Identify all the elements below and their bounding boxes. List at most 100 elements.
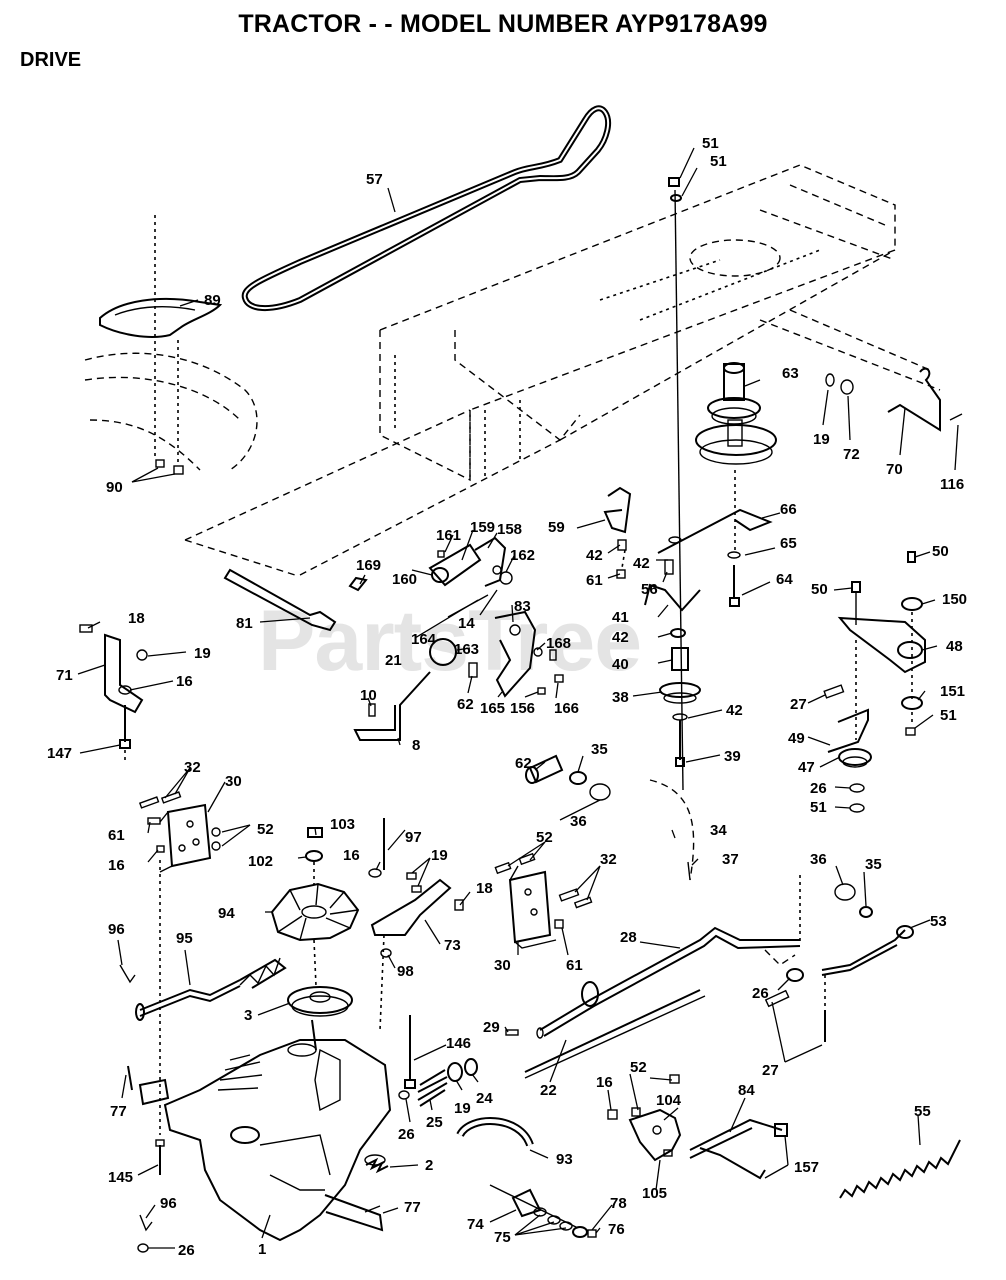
callout-16: 16 [176,673,193,690]
callout-25: 25 [426,1114,443,1131]
callout-146: 146 [446,1035,471,1052]
callout-50: 50 [932,543,949,560]
callout-39: 39 [724,748,741,765]
part-3-pulley [287,986,353,1017]
alignment-lines [124,215,913,1135]
part-55-spring [839,1139,961,1199]
callout-73: 73 [444,937,461,954]
callout-53: 53 [930,913,947,930]
callout-28: 28 [620,929,637,946]
callout-77: 77 [404,1199,421,1216]
callout-168: 168 [546,635,571,652]
part-66-rod [644,508,773,612]
callout-90: 90 [106,479,123,496]
part-48-bracket [823,551,926,736]
part-70-rod [825,367,963,432]
callout-35: 35 [865,856,882,873]
part-2-spring [365,1157,389,1174]
callout-26: 26 [398,1126,415,1143]
callout-34: 34 [710,822,727,839]
callout-96: 96 [160,1195,177,1212]
callout-93: 93 [556,1151,573,1168]
callout-163: 163 [454,641,479,658]
callout-18: 18 [476,880,493,897]
callout-16: 16 [108,857,125,874]
part-145-bolt [127,1065,165,1253]
callout-52: 52 [257,821,274,838]
callout-38: 38 [612,689,629,706]
callout-70: 70 [886,461,903,478]
callout-95: 95 [176,930,193,947]
callout-166: 166 [554,700,579,717]
callout-19: 19 [431,847,448,864]
callout-66: 66 [780,501,797,518]
callout-150: 150 [942,591,967,608]
center-shaft-stack [659,177,777,791]
callout-56: 56 [641,581,658,598]
callout-37: 37 [722,851,739,868]
part-90-nuts [155,459,184,475]
part-47-pulley [827,708,872,813]
linkage-assembly-upper [348,536,513,592]
callout-52: 52 [536,829,553,846]
callout-52: 52 [630,1059,647,1076]
callout-51: 51 [702,135,719,152]
callout-72: 72 [843,446,860,463]
callout-51: 51 [940,707,957,724]
callout-labels: 57 51 51 89 63 19 72 70 116 90 59 66 42 … [47,135,967,1259]
callout-84: 84 [738,1082,755,1099]
callout-26: 26 [810,780,827,797]
callout-169: 169 [356,557,381,574]
callout-30: 30 [494,957,511,974]
callout-30: 30 [225,773,242,790]
part-30-bracket-right [494,852,593,949]
callout-57: 57 [366,171,383,188]
callout-156: 156 [510,700,535,717]
part-94-fan [270,827,360,942]
part-89-shroud [84,297,258,471]
callout-42: 42 [726,702,743,719]
callout-26: 26 [178,1242,195,1259]
callout-51: 51 [810,799,827,816]
callout-160: 160 [392,571,417,588]
callout-89: 89 [204,292,221,309]
part-37 [687,861,691,881]
callout-27: 27 [790,696,807,713]
callout-164: 164 [411,631,437,648]
callout-18: 18 [128,610,145,627]
callout-27: 27 [762,1062,779,1079]
callout-19: 19 [454,1100,471,1117]
callout-32: 32 [600,851,617,868]
callout-48: 48 [946,638,963,655]
callout-161: 161 [436,527,461,544]
callout-77: 77 [110,1103,127,1120]
callout-81: 81 [236,615,253,632]
part-59-bracket [603,486,632,534]
callout-10: 10 [360,687,377,704]
callout-61: 61 [108,827,125,844]
callout-165: 165 [480,700,505,717]
part-84-pin [689,1118,788,1180]
callout-40: 40 [612,656,629,673]
callout-97: 97 [405,829,422,846]
callout-42: 42 [612,629,629,646]
callout-50: 50 [811,581,828,598]
callout-36: 36 [570,813,587,830]
callout-36: 36 [810,851,827,868]
callout-116: 116 [940,476,964,493]
callout-96: 96 [108,921,125,938]
callout-1: 1 [258,1241,266,1258]
callout-78: 78 [610,1195,627,1212]
callout-21: 21 [385,652,402,669]
callout-2: 2 [425,1157,433,1174]
section-label: DRIVE [20,49,82,71]
part-73-bracket [368,818,464,958]
callout-14: 14 [458,615,475,632]
callout-162: 162 [510,547,535,564]
callout-157: 157 [794,1159,819,1176]
callout-145: 145 [108,1169,133,1186]
part-57-belt [241,105,611,312]
callout-24: 24 [476,1090,493,1107]
callout-75: 75 [494,1229,511,1246]
